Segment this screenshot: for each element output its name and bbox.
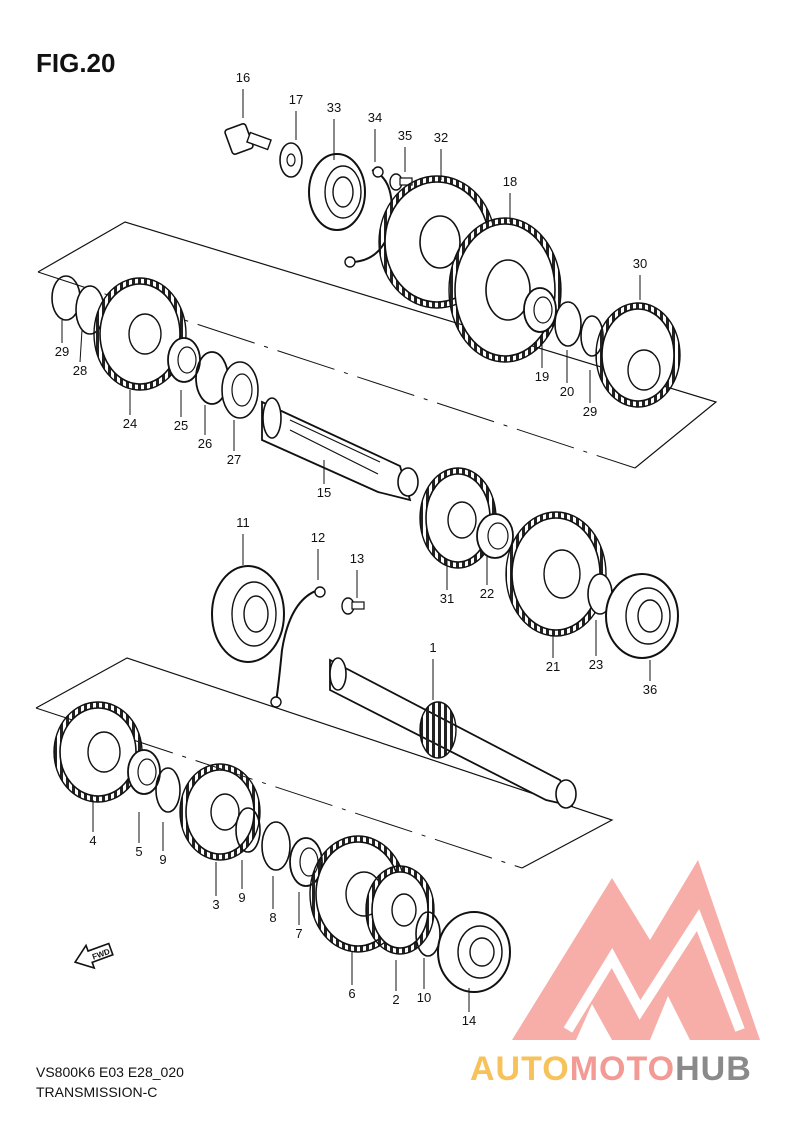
shaft-15 [261, 397, 419, 502]
part-number-13: 13 [350, 551, 364, 566]
footer-code: VS800K6 E03 E28_020 [36, 1064, 184, 1080]
retainer-34 [344, 166, 393, 268]
part-number-9: 9 [159, 852, 166, 867]
leader-line-28 [79, 329, 83, 363]
part-number-14: 14 [462, 1013, 476, 1028]
bearing-36 [605, 573, 679, 659]
bushing-25 [167, 337, 201, 383]
circlip-9-left [155, 767, 181, 813]
bushing-5 [127, 749, 161, 795]
part-number-22: 22 [480, 586, 494, 601]
part-number-24: 24 [123, 416, 137, 431]
bearing-33 [308, 153, 366, 231]
part-number-10: 10 [417, 990, 431, 1005]
part-number-30: 30 [633, 256, 647, 271]
part-number-8: 8 [269, 910, 276, 925]
gear-21 [505, 511, 607, 637]
part-number-28: 28 [73, 363, 87, 378]
washer-20 [554, 301, 582, 347]
washer-17 [279, 142, 303, 178]
part-number-3: 3 [212, 897, 219, 912]
part-number-4: 4 [89, 833, 96, 848]
screw-13 [341, 597, 365, 615]
bushing-19 [523, 287, 557, 333]
part-number-11: 11 [236, 515, 250, 530]
part-number-25: 25 [174, 418, 188, 433]
part-number-26: 26 [198, 436, 212, 451]
upper-boundary-line [37, 221, 718, 469]
watermark-text-moto: MOTO [569, 1050, 676, 1088]
bearing-14 [437, 911, 511, 993]
part-number-33: 33 [327, 100, 341, 115]
part-number-2: 2 [392, 992, 399, 1007]
footer-name: TRANSMISSION-C [36, 1084, 158, 1100]
part-number-36: 36 [643, 682, 657, 697]
bolt-16 [224, 123, 272, 155]
part-number-1: 1 [429, 640, 436, 655]
gear-30 [595, 302, 681, 408]
watermark-text: AUTOMOTOHUB [470, 1050, 752, 1089]
part-number-6: 6 [348, 986, 355, 1001]
gear-3 [179, 763, 261, 861]
gear-2 [365, 865, 435, 955]
retainer-12 [270, 586, 326, 708]
part-number-35: 35 [398, 128, 412, 143]
part-number-34: 34 [368, 110, 382, 125]
washer-27 [221, 361, 259, 419]
washer-8 [261, 821, 291, 871]
part-number-31: 31 [440, 591, 454, 606]
figure-title: FIG.20 [36, 48, 116, 78]
part-number-9: 9 [238, 890, 245, 905]
circlip-10 [415, 911, 441, 957]
part-number-16: 16 [236, 70, 250, 85]
part-number-20: 20 [560, 384, 574, 399]
part-number-21: 21 [546, 659, 560, 674]
part-number-12: 12 [311, 530, 325, 545]
part-number-18: 18 [503, 174, 517, 189]
circlip-9-right [235, 807, 261, 853]
gear-24 [93, 277, 187, 391]
part-number-19: 19 [535, 369, 549, 384]
part-number-23: 23 [589, 657, 603, 672]
watermark-text-hub: HUB [675, 1050, 752, 1088]
lower-boundary-line [35, 657, 614, 869]
bearing-11 [211, 565, 285, 663]
part-number-5: 5 [135, 844, 142, 859]
part-number-17: 17 [289, 92, 303, 107]
part-number-7: 7 [295, 926, 302, 941]
watermark-text-auto: AUTO [470, 1050, 570, 1088]
part-number-15: 15 [317, 485, 331, 500]
part-number-32: 32 [434, 130, 448, 145]
shaft-1 [329, 657, 577, 809]
bushing-22 [476, 513, 514, 559]
watermark-logo-icon [512, 860, 760, 1040]
fwd-arrow-icon: FWD [73, 942, 114, 970]
gear-4 [53, 701, 143, 803]
part-number-29: 29 [55, 344, 69, 359]
part-number-27: 27 [227, 452, 241, 467]
part-number-29: 29 [583, 404, 597, 419]
